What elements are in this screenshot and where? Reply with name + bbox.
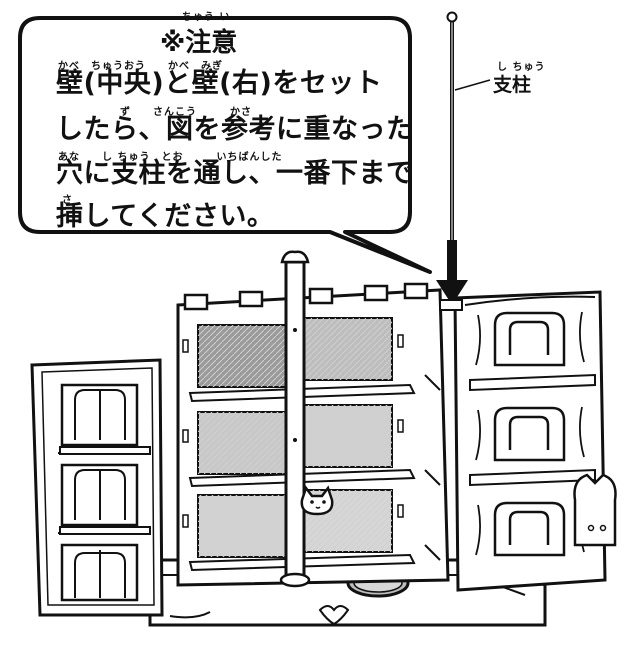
- support-pole: [446, 11, 491, 272]
- center-wall-panel: [176, 282, 450, 587]
- callout-line-1: 壁(中央)と壁(右)をセット: [56, 68, 383, 99]
- callout-title-ruby: ちゅう い: [182, 12, 231, 23]
- pillar-label: 支柱: [493, 74, 532, 96]
- mini-house: [573, 473, 617, 547]
- callout-line-2-ruby: ず さんこう かさ: [120, 107, 252, 118]
- left-wall-panel: [30, 358, 164, 617]
- callout-line-1-ruby: かべ ちゅうおう かべ みぎ: [58, 61, 223, 72]
- callout-bubble: [18, 16, 432, 274]
- callout-line-3-ruby: あな し ちゅう とお いちばんした: [58, 152, 283, 163]
- right-wall-panel: [424, 290, 607, 592]
- callout-line-2: したら、図を参考に重なった: [56, 114, 414, 145]
- callout-line-4-ruby: さ: [62, 195, 73, 206]
- insert-down-arrow: [436, 240, 468, 305]
- cat-figure: [300, 485, 334, 516]
- callout-line-3: 穴に支柱を通し、一番下まで: [56, 158, 414, 189]
- center-pillar: [279, 250, 311, 588]
- pillar-label-ruby: し ちゅう: [497, 62, 546, 73]
- pole-slot: [439, 299, 463, 311]
- callout-line-4: 挿してください。: [56, 201, 275, 232]
- callout-title: ※注意: [160, 28, 238, 58]
